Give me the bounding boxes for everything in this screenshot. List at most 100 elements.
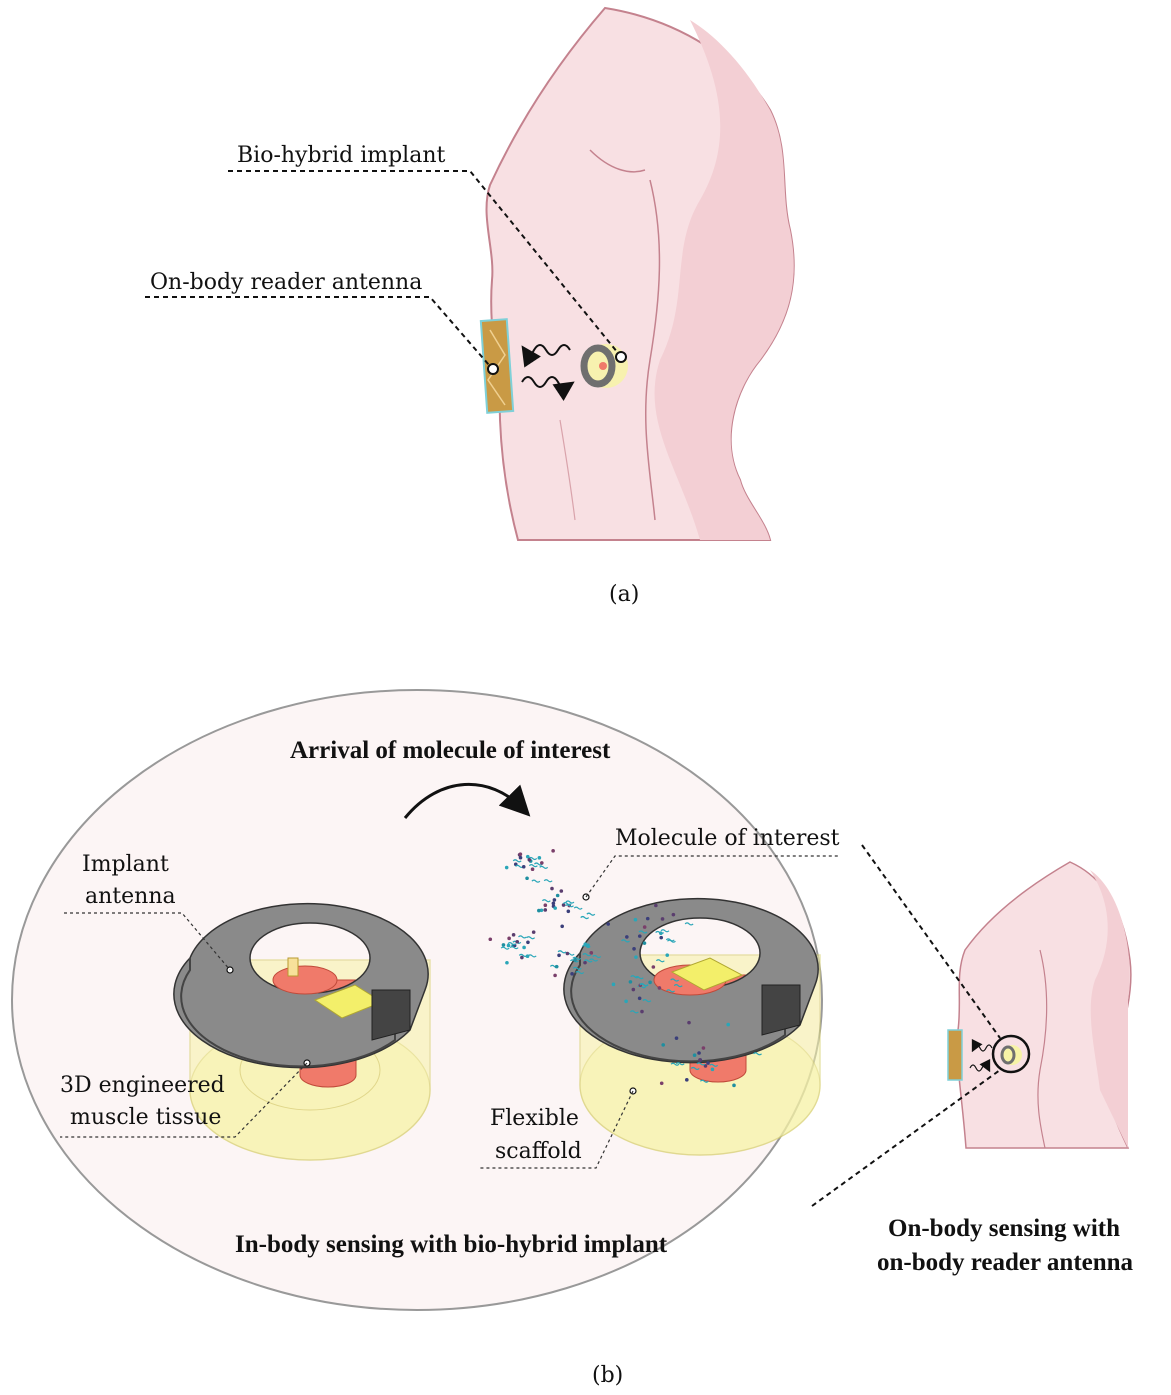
molecule-dot	[640, 1010, 644, 1014]
small-torso-illustration	[948, 862, 1131, 1148]
molecule-dot	[566, 952, 570, 956]
molecule-dot	[531, 867, 535, 871]
molecule-dot	[693, 1053, 697, 1057]
molecule-dot	[488, 937, 492, 941]
molecule-dot	[522, 865, 526, 869]
molecule-dot	[632, 988, 636, 992]
molecule-dot	[658, 986, 662, 990]
molecule-dot	[567, 909, 571, 913]
molecule-dot	[624, 999, 628, 1003]
molecule-dot	[540, 861, 544, 865]
molecule-dot	[652, 965, 656, 969]
molecule-dot	[646, 917, 650, 921]
molecule-dot	[732, 1084, 736, 1088]
molecule-dot	[525, 876, 529, 880]
molecule-dot	[555, 965, 559, 969]
molecule-dot	[543, 908, 547, 912]
title-on-body-line1: On-body sensing with	[888, 1215, 1120, 1242]
molecule-dot	[632, 947, 636, 951]
molecule-dot	[512, 933, 516, 937]
molecule-dot	[553, 898, 557, 902]
molecule-dot	[685, 1078, 689, 1082]
molecule-dot	[560, 889, 564, 893]
molecule-dot	[706, 1061, 710, 1065]
molecule-dot	[507, 937, 511, 941]
molecule-dot	[556, 894, 560, 898]
molecule-dot	[665, 953, 669, 957]
label-scaffold-line1: Flexible	[490, 1106, 579, 1131]
molecule-dot	[552, 902, 556, 906]
caption-a: (a)	[609, 582, 639, 607]
molecule-dot	[697, 1051, 701, 1055]
molecule-dot	[507, 944, 511, 948]
molecule-dot	[675, 1036, 679, 1040]
molecule-dot	[629, 980, 633, 984]
implant-pointer-dot	[616, 352, 626, 362]
molecule-dot	[551, 849, 555, 853]
molecule-dot	[660, 1081, 664, 1085]
title-in-body-sensing: In-body sensing with bio-hybrid implant	[235, 1231, 668, 1258]
molecule-dot	[586, 944, 590, 948]
molecule-dot	[526, 855, 530, 859]
molecule-dot	[638, 996, 642, 1000]
molecule-dot	[634, 955, 638, 959]
molecule-dot	[502, 943, 506, 947]
molecule-dot	[505, 961, 509, 965]
molecule-dot	[532, 930, 536, 934]
panel-b: Arrival of molecule of interest Implant …	[12, 690, 1134, 1388]
label-implant-antenna-line1: Implant	[82, 852, 169, 877]
reader-pointer-dot	[488, 364, 498, 374]
molecule-dot	[672, 913, 676, 917]
label-bio-hybrid-implant: Bio-hybrid implant	[237, 143, 445, 168]
label-on-body-reader-antenna: On-body reader antenna	[150, 270, 422, 295]
molecule-dot	[557, 953, 561, 957]
molecule-dot	[519, 852, 523, 856]
molecule-dot	[687, 1021, 691, 1025]
molecule-dot	[589, 951, 593, 955]
label-muscle-line1: 3D engineered	[60, 1073, 225, 1098]
label-molecule-of-interest: Molecule of interest	[615, 826, 840, 851]
molecule-dot	[625, 935, 629, 939]
molecule-dot	[654, 904, 658, 908]
molecule-dot	[711, 1068, 715, 1072]
molecule-dot	[570, 972, 574, 976]
implant-small-icon	[584, 344, 628, 388]
molecule-dot	[526, 941, 530, 945]
molecule-dot	[612, 983, 616, 987]
molecule-dot	[553, 974, 557, 978]
title-on-body-line2: on-body reader antenna	[877, 1249, 1134, 1276]
molecule-dot	[643, 941, 647, 945]
molecule-dot	[726, 1023, 730, 1027]
molecule-dot	[538, 856, 542, 860]
label-scaffold-line2: scaffold	[495, 1139, 582, 1164]
molecule-dot	[643, 925, 647, 929]
molecule-dot	[520, 956, 524, 960]
label-muscle-line2: muscle tissue	[70, 1105, 221, 1130]
molecule-dot	[659, 936, 663, 940]
molecule-dot	[648, 981, 652, 985]
molecule-dot	[519, 856, 523, 860]
molecule-dot	[702, 1046, 706, 1050]
molecule-dot	[537, 909, 541, 913]
molecule-dot	[550, 887, 554, 891]
molecule-dot	[553, 906, 557, 910]
leader-reader	[145, 297, 489, 365]
molecule-dot	[573, 958, 577, 962]
caption-b: (b)	[592, 1363, 623, 1388]
molecule-dot	[638, 934, 642, 938]
molecule-dot	[526, 954, 530, 958]
molecule-dot	[515, 940, 519, 944]
molecule-dot	[698, 1058, 702, 1062]
molecule-dot	[522, 946, 526, 950]
molecule-dot	[634, 918, 638, 922]
molecule-dot	[606, 922, 610, 926]
molecule-dot	[560, 925, 564, 929]
title-arrival: Arrival of molecule of interest	[290, 737, 611, 764]
molecule-dot	[661, 917, 665, 921]
molecule-dot	[583, 961, 587, 965]
molecule-dot	[544, 903, 548, 907]
panel-a: Bio-hybrid implant On-body reader antenn…	[145, 8, 794, 607]
molecule-dot	[528, 858, 532, 862]
molecule-dot	[505, 866, 509, 870]
